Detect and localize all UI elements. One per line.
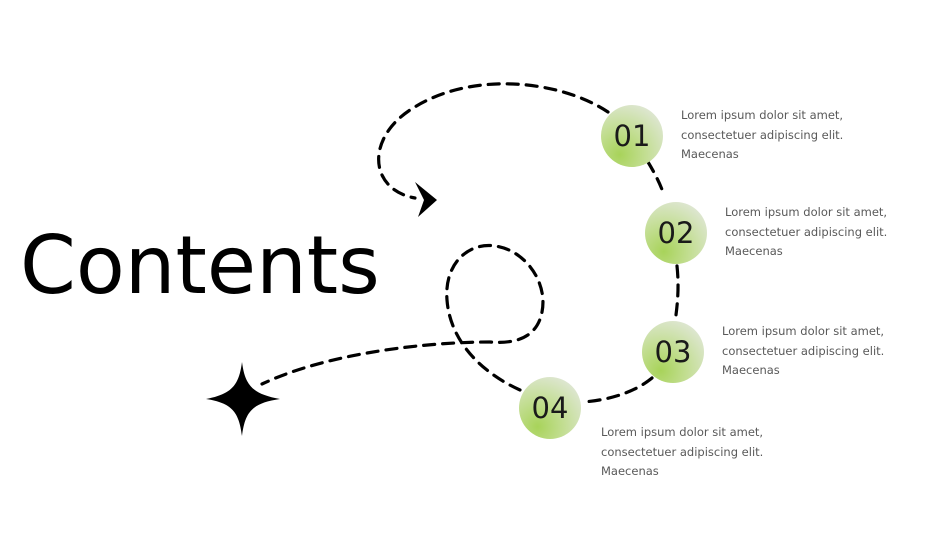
dashed-path-01-02 <box>646 160 666 197</box>
item-circle-03: 03 <box>642 321 704 383</box>
item-circle-02: 02 <box>645 202 707 264</box>
page-title: Contents <box>20 219 380 312</box>
four-point-star-icon <box>206 362 280 436</box>
item-text-02: Lorem ipsum dolor sit amet, consectetuer… <box>725 205 888 258</box>
item-number-03: 03 <box>654 335 692 369</box>
item-number-01: 01 <box>613 119 651 153</box>
item-text-01: Lorem ipsum dolor sit amet, consectetuer… <box>681 108 844 161</box>
item-circle-01: 01 <box>601 105 663 167</box>
dashed-path-top <box>377 82 610 200</box>
dashed-path-loop <box>260 243 545 392</box>
item-text-03: Lorem ipsum dolor sit amet, consectetuer… <box>722 324 885 377</box>
item-circle-04: 04 <box>519 377 581 439</box>
item-text-04: Lorem ipsum dolor sit amet, consectetuer… <box>601 425 764 478</box>
dashed-path-03-04 <box>581 376 654 404</box>
arrowhead-icon <box>415 182 437 217</box>
dashed-path-02-03 <box>673 264 680 324</box>
item-number-02: 02 <box>657 216 695 250</box>
item-number-04: 04 <box>531 391 569 425</box>
